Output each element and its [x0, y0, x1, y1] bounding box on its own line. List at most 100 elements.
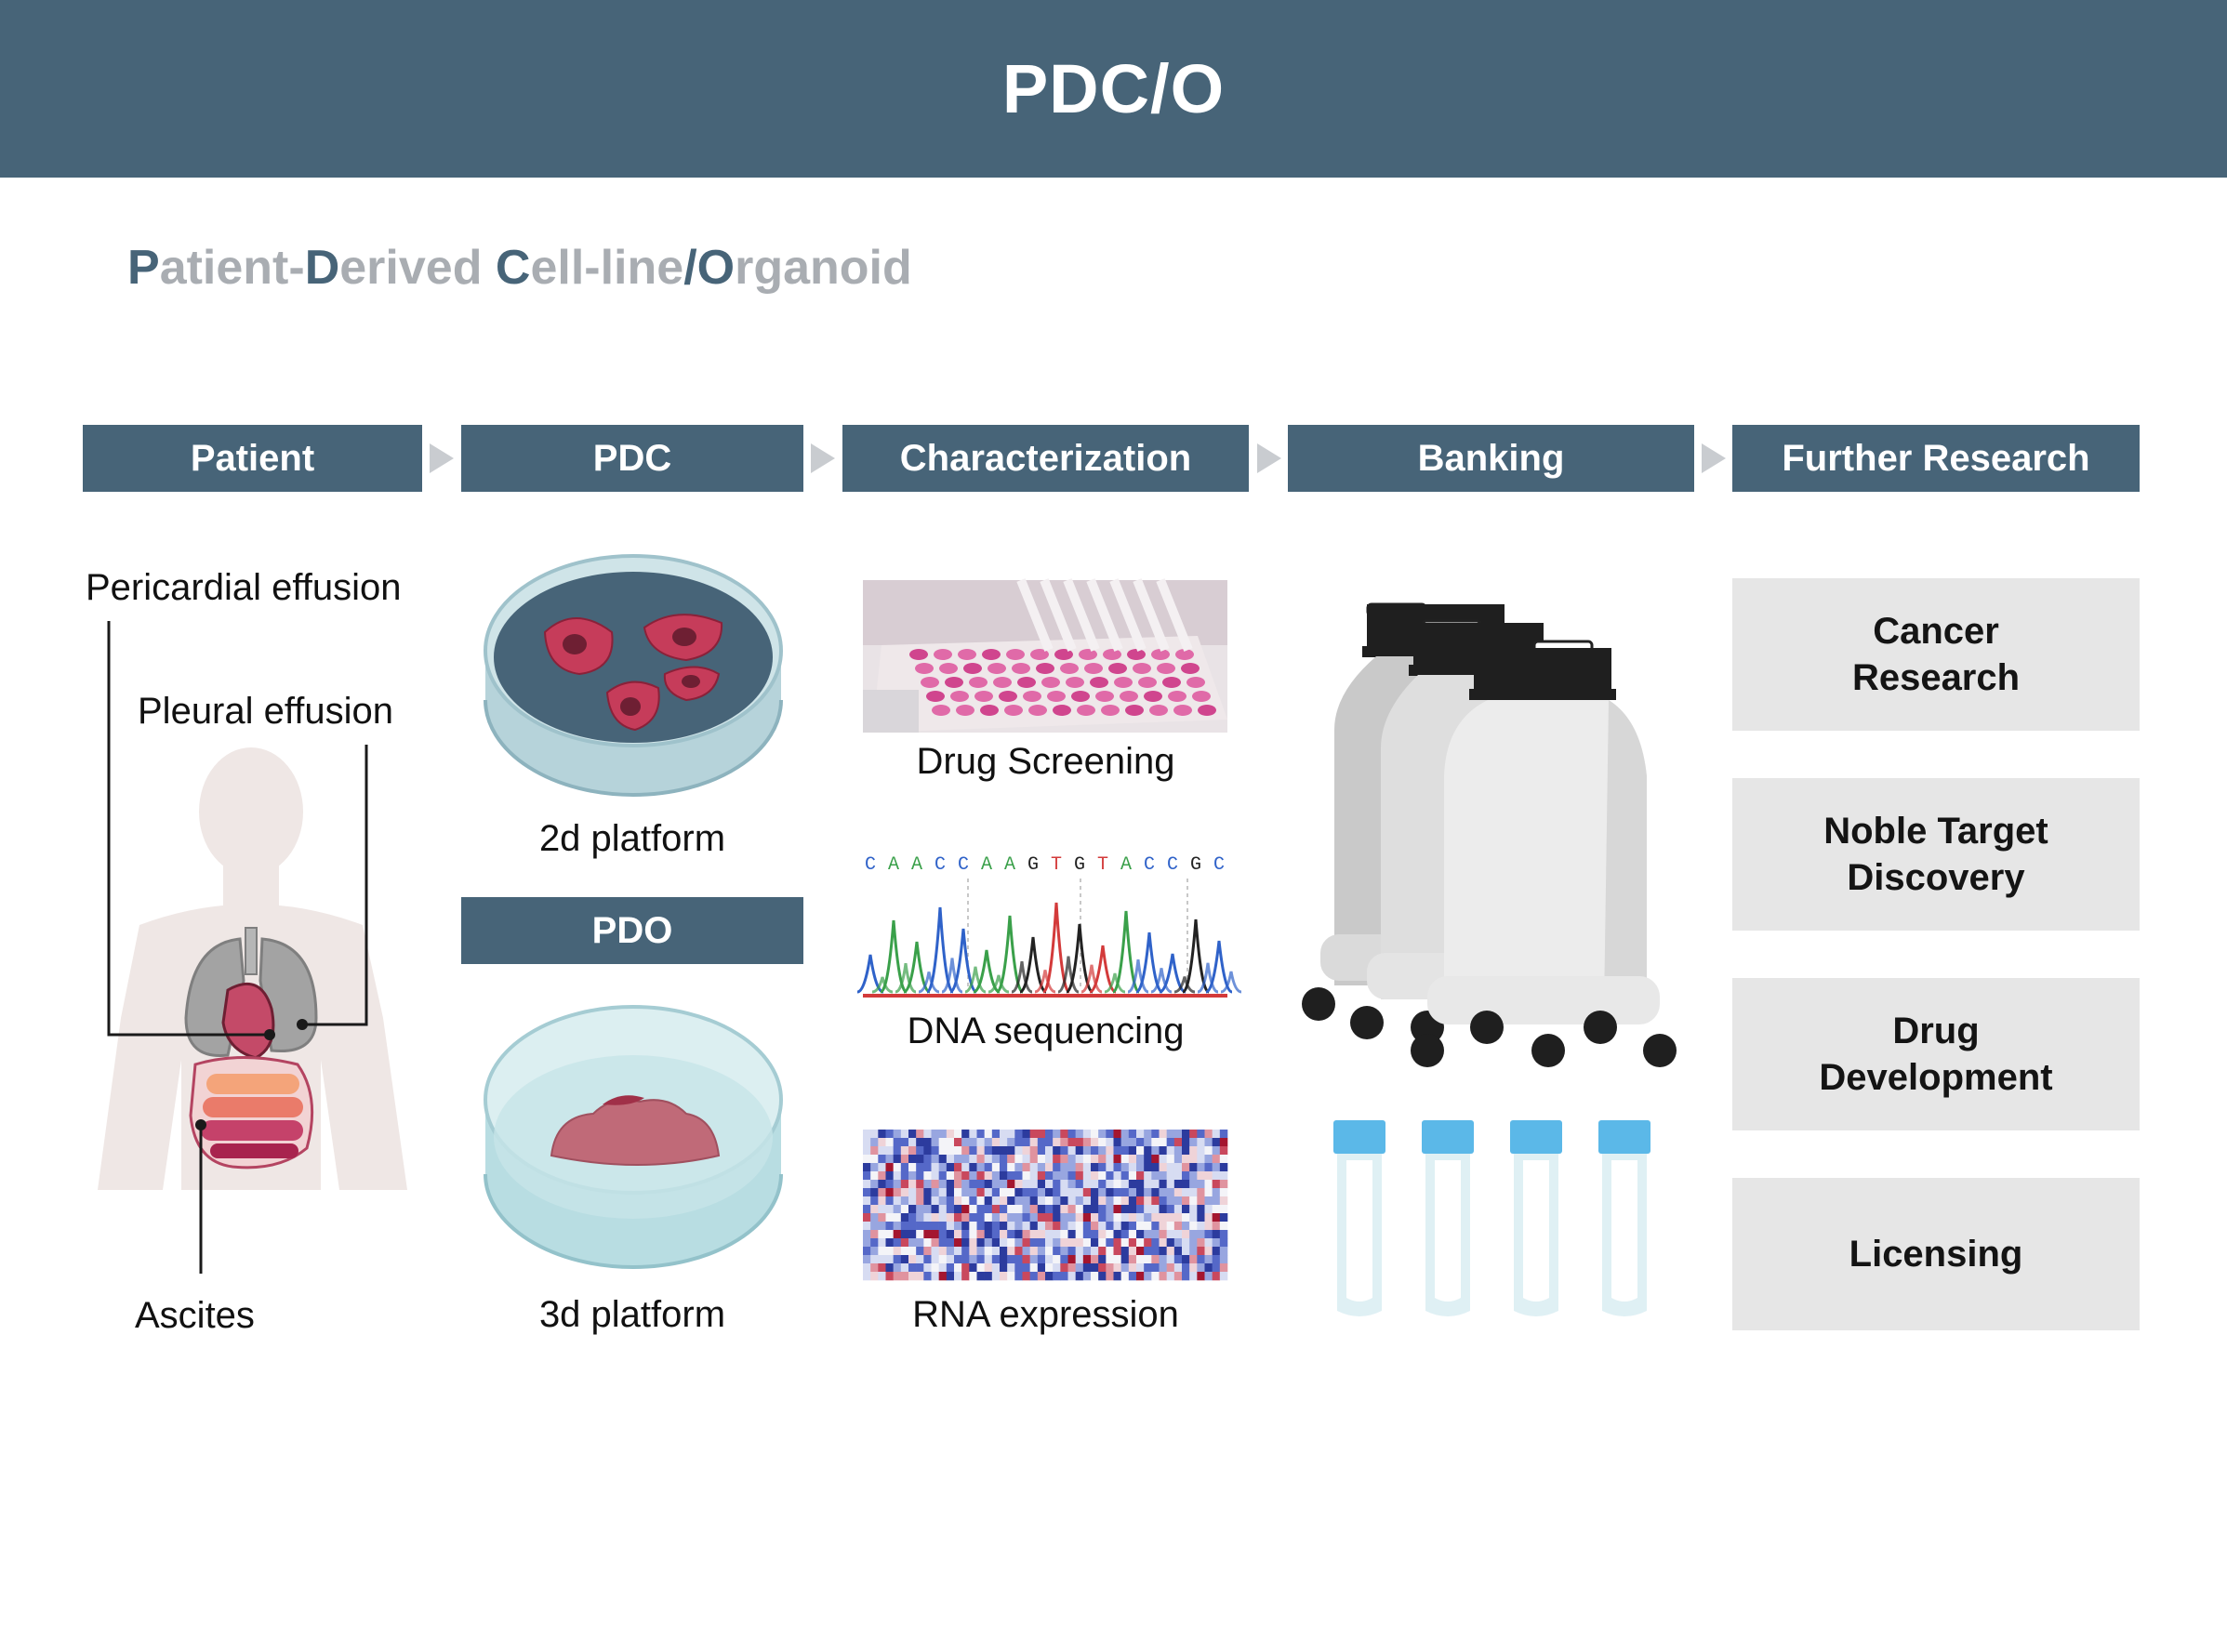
heatmap-cell [969, 1196, 977, 1206]
heatmap-cell [1166, 1213, 1175, 1222]
well-plate-well [1053, 705, 1071, 716]
dna-peak [964, 966, 987, 994]
heatmap-cell [931, 1247, 939, 1256]
heatmap-cell [870, 1222, 879, 1231]
heatmap-cell [1053, 1238, 1061, 1248]
heatmap-cell [900, 1188, 909, 1197]
heatmap-cell [946, 1130, 955, 1139]
heatmap-cell [1182, 1138, 1190, 1147]
heatmap-cell [1113, 1146, 1121, 1156]
heatmap-cell [1144, 1238, 1152, 1248]
heatmap-cell [1098, 1163, 1107, 1172]
heatmap-cell [991, 1163, 1001, 1172]
heatmap-cell [908, 1171, 917, 1181]
heatmap-cell [900, 1230, 909, 1239]
heatmap-cell [885, 1272, 894, 1281]
heatmap-cell [1082, 1263, 1092, 1273]
well-plate-well [926, 691, 945, 702]
heatmap-cell [1219, 1163, 1228, 1172]
stage-pdo: PDO [461, 897, 803, 964]
well-plate-well [1101, 705, 1120, 716]
heatmap-cell [1091, 1205, 1099, 1214]
heatmap-cell [1037, 1196, 1046, 1206]
dna-peak [895, 963, 917, 994]
stage-characterization: Characterization [842, 425, 1249, 492]
heatmap-cell [1106, 1146, 1114, 1156]
heatmap-cell [1136, 1163, 1145, 1172]
heatmap-cell [1007, 1230, 1015, 1239]
heatmap-cell [1128, 1155, 1137, 1164]
heatmap-cell [923, 1163, 932, 1172]
heatmap-cell [1037, 1255, 1046, 1264]
heatmap-cell [1144, 1205, 1152, 1214]
page-title: PDC/O [1001, 50, 1226, 127]
heatmap-cell [946, 1222, 955, 1231]
heatmap-cell [1060, 1163, 1068, 1172]
heatmap-cell [1075, 1138, 1084, 1147]
heatmap-cell [961, 1255, 970, 1264]
heatmap-cell [1022, 1213, 1030, 1222]
well-plate-well [1151, 649, 1170, 660]
heatmap-cell [1082, 1163, 1092, 1172]
heatmap-cell [916, 1263, 924, 1273]
heatmap-cell [885, 1230, 894, 1239]
heatmap-cell [1000, 1238, 1008, 1248]
heatmap-cell [1091, 1255, 1099, 1264]
heatmap-cell [1022, 1163, 1030, 1172]
heatmap-cell [1082, 1188, 1092, 1197]
heatmap-cell [1212, 1205, 1221, 1214]
heatmap-cell [961, 1205, 970, 1214]
tube-cap [1510, 1120, 1562, 1154]
heatmap-cell [938, 1222, 948, 1231]
heatmap-cell [1113, 1196, 1121, 1206]
heatmap-cell [1022, 1222, 1030, 1231]
heatmap-cell [893, 1238, 902, 1248]
heatmap-cell [938, 1263, 948, 1273]
heatmap-cell [1219, 1171, 1228, 1181]
heatmap-cell [1173, 1230, 1183, 1239]
heatmap-cell [954, 1146, 962, 1156]
heatmap-cell [969, 1188, 977, 1197]
heatmap-cell [1120, 1238, 1130, 1248]
tube-inner [1611, 1160, 1637, 1302]
heatmap-cell [1045, 1138, 1054, 1147]
heatmap-cell [1151, 1138, 1160, 1147]
heatmap-cell [1075, 1188, 1084, 1197]
heatmap-cell [969, 1138, 977, 1147]
heatmap-cell [938, 1138, 948, 1147]
heatmap-cell [931, 1238, 939, 1248]
heatmap-cell [878, 1130, 886, 1139]
heatmap-cell [976, 1247, 985, 1256]
heatmap-cell [1014, 1188, 1023, 1197]
well-plate-well [1060, 663, 1079, 674]
heatmap-cell [1037, 1163, 1046, 1172]
heatmap-cell [1000, 1130, 1008, 1139]
heatmap-cell [916, 1130, 924, 1139]
heatmap-cell [1204, 1155, 1213, 1164]
heatmap-cell [1007, 1238, 1015, 1248]
heatmap-cell [1091, 1163, 1099, 1172]
heatmap-cell [885, 1196, 894, 1206]
heatmap-cell [908, 1272, 917, 1281]
heatmap-cell [976, 1163, 985, 1172]
heatmap-cell [1000, 1163, 1008, 1172]
heatmap-cell [1120, 1205, 1130, 1214]
well-plate-well [969, 677, 988, 688]
heatmap-cell [1106, 1222, 1114, 1231]
heatmap-cell [1151, 1205, 1160, 1214]
heatmap-cell [885, 1171, 894, 1181]
heatmap-cell [1166, 1196, 1175, 1206]
heatmap-cell [1000, 1205, 1008, 1214]
heatmap-cell [1120, 1196, 1130, 1206]
heatmap-cell [908, 1213, 917, 1222]
tube-inner [1523, 1160, 1549, 1302]
heatmap-cell [916, 1213, 924, 1222]
dna-base-label: C [1167, 854, 1178, 876]
heatmap-cell [1219, 1222, 1228, 1231]
heatmap-cell [1173, 1205, 1183, 1214]
heatmap-cell [916, 1155, 924, 1164]
heatmap-cell [923, 1188, 932, 1197]
box-label: Cancer [1873, 611, 1999, 652]
heatmap-cell [1159, 1230, 1167, 1239]
heatmap-cell [931, 1263, 939, 1273]
